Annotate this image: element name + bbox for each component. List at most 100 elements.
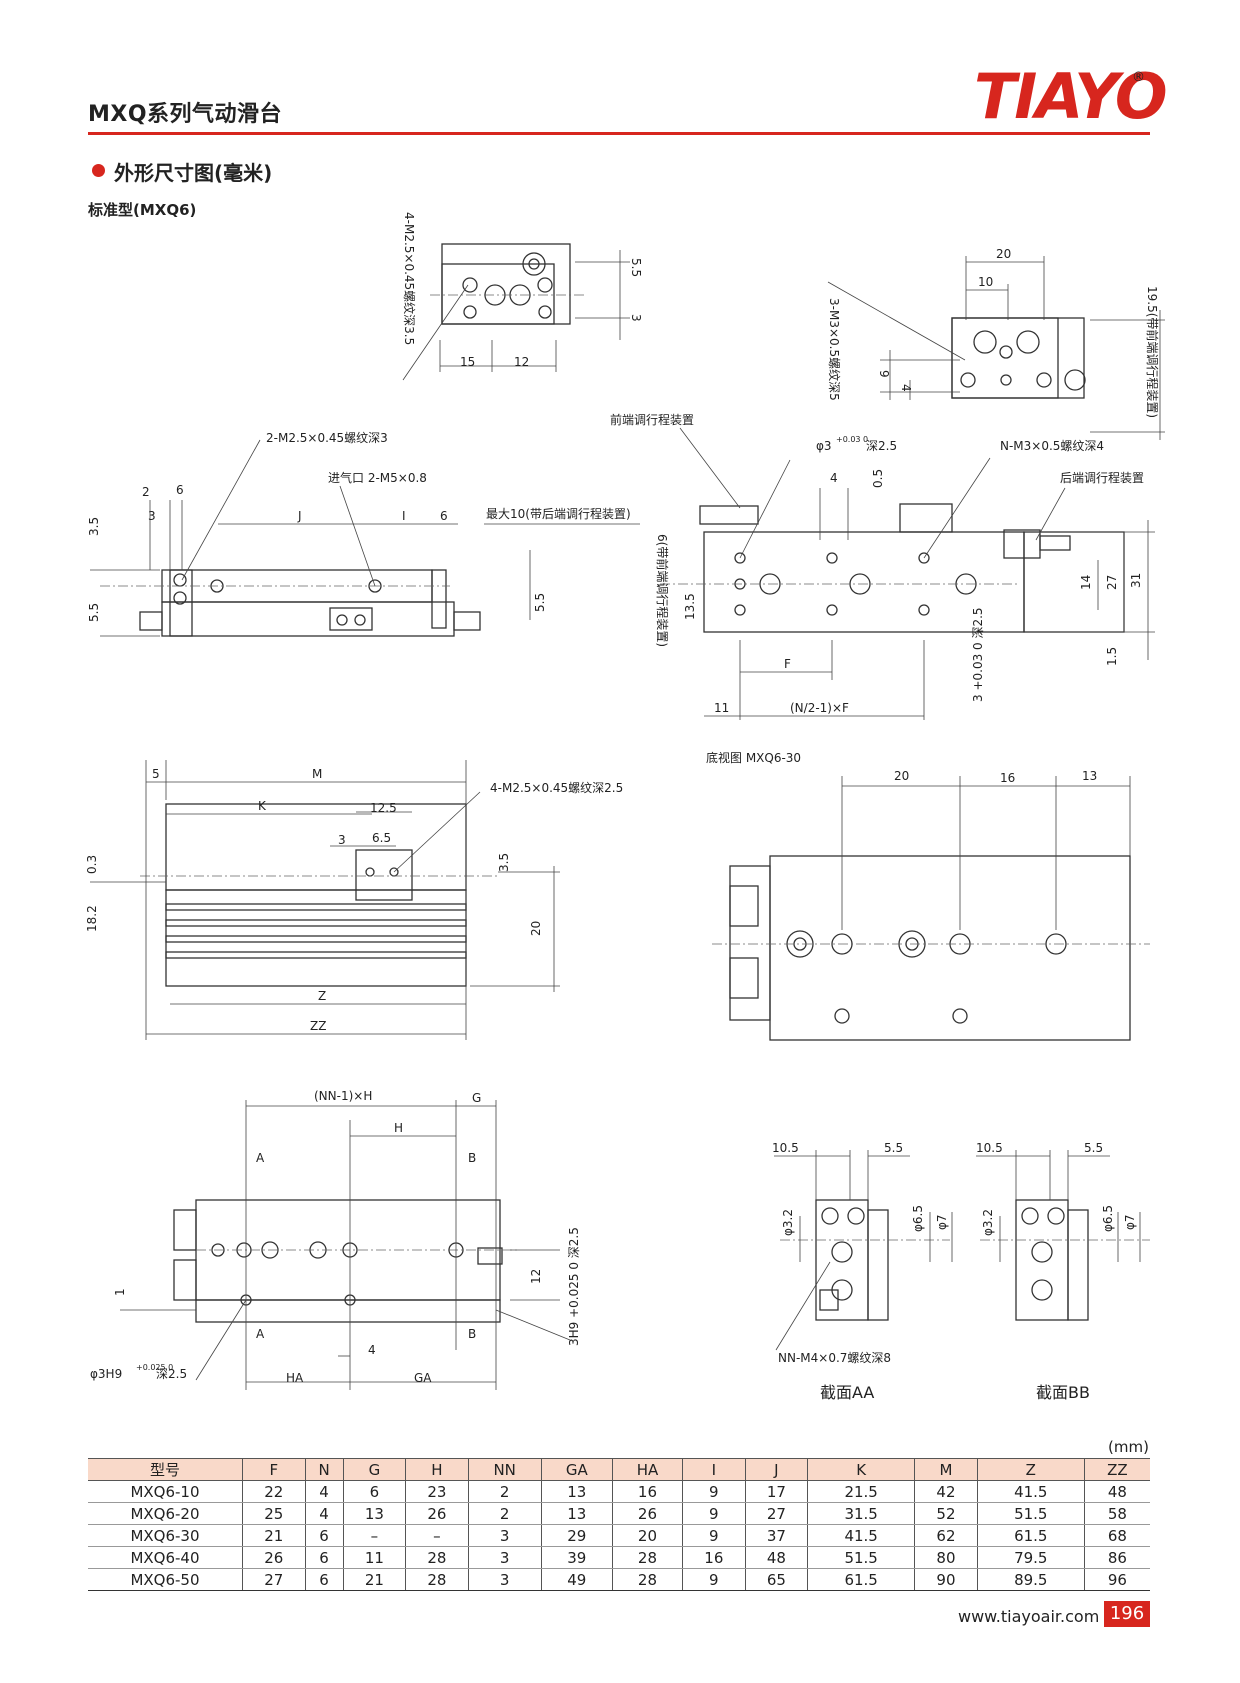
table-cell: 26 (611, 1502, 683, 1525)
label-dim-11: 11 (714, 701, 729, 715)
table-cell: 3 (467, 1568, 542, 1591)
label-dim-M: M (312, 767, 322, 781)
label-inlet: 进气口 2-M5×0.8 (328, 470, 427, 485)
table-cell: 51.5 (976, 1502, 1085, 1525)
label-hole-3h9: φ3H9 (90, 1367, 122, 1381)
side-view-left (90, 439, 640, 637)
table-cell: 2 (467, 1502, 542, 1525)
label-tapped-3-m3: 3-M3×0.5螺纹深5 (827, 298, 841, 401)
label-dim-H: H (394, 1121, 403, 1135)
table-header: J (744, 1458, 808, 1481)
label-max10: 最大10(带后端调行程装置) (486, 506, 631, 521)
table-cell: 68 (1083, 1524, 1150, 1547)
label-dim-G: G (472, 1091, 481, 1105)
label-dim-I: I (402, 509, 406, 523)
section-bb (976, 1150, 1150, 1321)
label-formula-nf: (N/2-1)×F (790, 701, 849, 715)
table-cell: 9 (682, 1568, 746, 1591)
label-sec-A2: A (256, 1327, 265, 1341)
table-cell: 28 (611, 1568, 683, 1591)
label-dim-55c: 5.5 (884, 1141, 903, 1155)
label-dim-35b: 3.5 (497, 853, 511, 872)
table-cell: 28 (611, 1546, 683, 1569)
table-header: F (242, 1458, 306, 1481)
label-dim-9: 9 (877, 370, 891, 378)
label-dim-10-tr: 10 (978, 275, 993, 289)
table-cell: 49 (540, 1568, 613, 1591)
table-cell: 23 (405, 1480, 469, 1503)
table-cell: 6 (342, 1480, 406, 1503)
table-cell: 96 (1083, 1568, 1150, 1591)
table-cell: 13 (540, 1502, 613, 1525)
label-phi65b: φ6.5 (1101, 1205, 1115, 1232)
label-dim-Z: Z (318, 989, 326, 1003)
table-cell: 51.5 (807, 1546, 915, 1569)
table-cell: 42 (914, 1480, 978, 1503)
table-cell: 61.5 (807, 1568, 915, 1591)
table-header: NN (467, 1458, 542, 1481)
end-view-right (827, 256, 1165, 440)
table-cell: 26 (242, 1546, 306, 1569)
label-tapped-2-m25: 2-M2.5×0.45螺纹深3 (266, 431, 388, 445)
label-dim-4-tr: 4 (899, 384, 913, 392)
table-cell: 16 (682, 1546, 746, 1569)
label-dim-65: 6.5 (372, 831, 391, 845)
table-cell: 4 (304, 1480, 344, 1503)
label-vert-3h9: 3H9 +0.025 0 深2.5 (567, 1227, 581, 1346)
label-stroke-195: 19.5(带前端调行程装置) (1145, 286, 1160, 418)
label-dim-J: J (297, 509, 302, 523)
table-cell: 3 (467, 1546, 542, 1569)
table-cell: 29 (540, 1524, 613, 1547)
table-cell: 6 (304, 1568, 344, 1591)
table-unit: (mm) (1108, 1438, 1149, 1456)
table-cell: 22 (242, 1480, 306, 1503)
label-dim-27: 27 (1105, 575, 1119, 590)
section-heading: 外形尺寸图(毫米) (114, 161, 273, 185)
table-cell: 52 (914, 1502, 978, 1525)
table-header: Z (976, 1458, 1085, 1481)
label-dim-15: 15 (460, 355, 475, 369)
table-header: ZZ (1083, 1458, 1150, 1481)
label-pin-tol: +0.03 0 (836, 435, 868, 444)
table-cell: 21.5 (807, 1480, 915, 1503)
label-depth-25: 深2.5 (156, 1367, 187, 1381)
table-cell: MXQ6-50 (88, 1568, 243, 1591)
label-phi7a: φ7 (935, 1214, 949, 1230)
label-dim-55d: 5.5 (1084, 1141, 1103, 1155)
table-cell: 65 (744, 1568, 808, 1591)
table-header: N (304, 1458, 344, 1481)
label-pin-hole-3: φ3 (816, 439, 832, 453)
table-header-row: 型号 F N G H NN GA HA I J K M Z ZZ (88, 1458, 1150, 1481)
table-cell: 17 (744, 1480, 808, 1503)
label-pin-depth: 深2.5 (866, 439, 897, 453)
label-dim-1: 1 (113, 1288, 127, 1296)
label-dim-nnh: (NN-1)×H (314, 1089, 372, 1103)
brand-logo: TIAYO (974, 60, 1168, 133)
label-dim-16: 16 (1000, 771, 1015, 785)
table-cell: 9 (682, 1524, 746, 1547)
label-dim-ZZ: ZZ (310, 1019, 326, 1033)
table-cell: 39 (540, 1546, 613, 1569)
table-header: K (807, 1458, 915, 1481)
page-number: 196 (1104, 1601, 1150, 1627)
label-dim-4b: 4 (368, 1343, 376, 1357)
label-dim-105b: 10.5 (976, 1141, 1003, 1155)
label-sec-B2: B (468, 1327, 476, 1341)
table-cell: 21 (242, 1524, 306, 1547)
table-cell: 28 (405, 1546, 469, 1569)
table-cell: 27 (744, 1502, 808, 1525)
label-sec-A1: A (256, 1151, 265, 1165)
table-cell: 20 (611, 1524, 683, 1547)
label-phi65a: φ6.5 (911, 1205, 925, 1232)
label-phi7b: φ7 (1123, 1214, 1137, 1230)
table-cell: 6 (304, 1546, 344, 1569)
table-cell: MXQ6-40 (88, 1546, 243, 1569)
label-dim-20b: 20 (529, 921, 543, 936)
label-vert-pin: 3 +0.03 0 深2.5 (971, 607, 985, 702)
label-dim-3b: 3 (338, 833, 346, 847)
table-cell: 28 (405, 1568, 469, 1591)
table-header: GA (540, 1458, 613, 1481)
table-cell: – (342, 1524, 406, 1547)
